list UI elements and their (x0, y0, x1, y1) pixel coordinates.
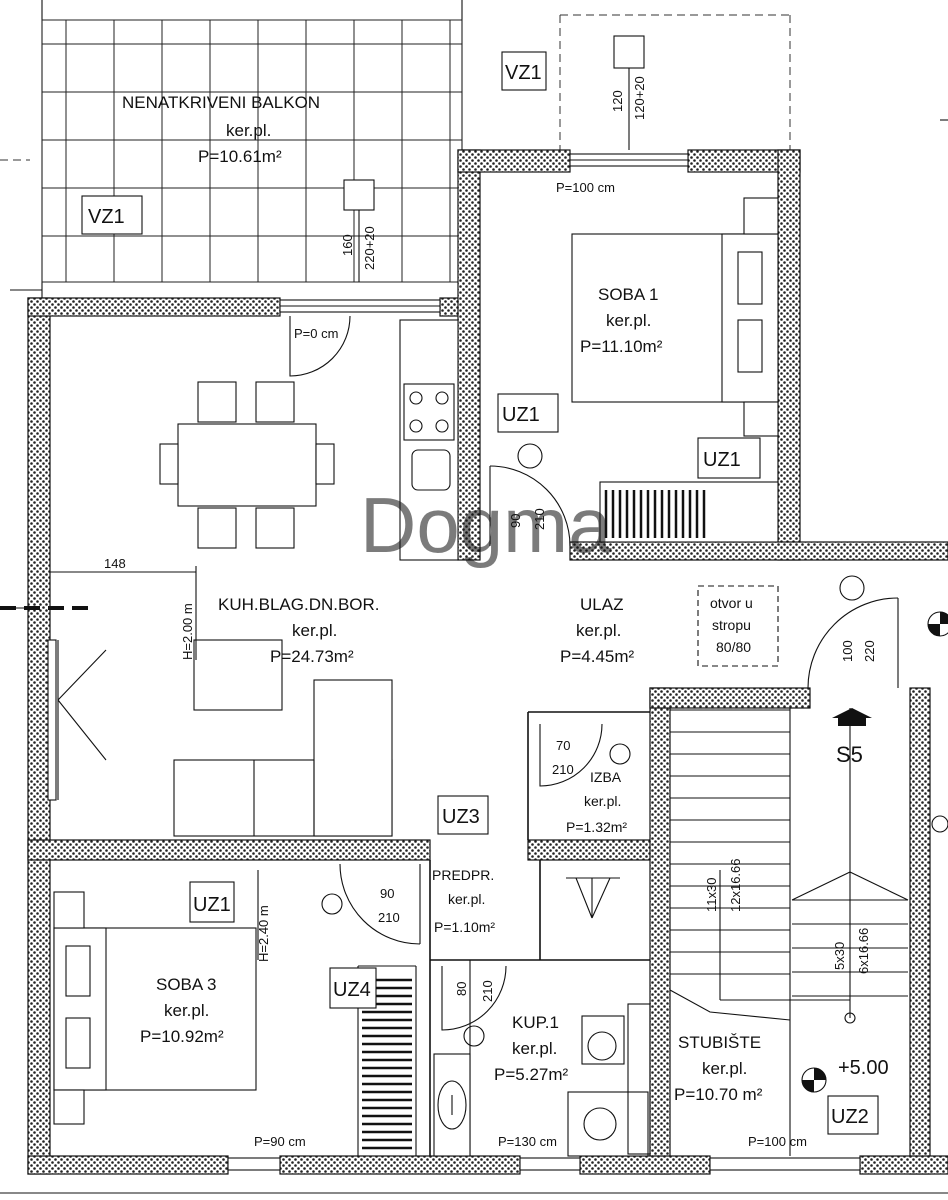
dim-210-izba: 210 (552, 762, 574, 777)
balcony-name: NENATKRIVENI BALKON (122, 93, 320, 112)
kitchen-area: P=24.73m² (270, 647, 354, 666)
dim-148: 148 (104, 556, 126, 571)
stubiste-name: STUBIŠTE (678, 1033, 761, 1052)
dim-p100-top: P=100 cm (556, 180, 615, 195)
dim-stairs-a2: 12x16.66 (728, 859, 743, 913)
dim-220-entrance: 220 (862, 640, 877, 662)
bathroom-fixtures (433, 877, 651, 1157)
dim-stairs-b1: 5x30 (832, 942, 847, 970)
dim-120-20: 120+20 (632, 76, 647, 120)
izba-name: IZBA (590, 769, 622, 785)
dim-90-soba1: 90 (508, 514, 523, 528)
doors (289, 315, 899, 1047)
soba3-wardrobe (362, 978, 412, 1150)
tags: VZ1 VZ1 UZ1 UZ1 UZ1 UZ3 UZ4 UZ2 S5 otvor… (81, 51, 879, 1135)
kitchen-counter (399, 319, 459, 561)
level-marks (801, 611, 948, 1093)
tv-unit (57, 640, 107, 800)
soba3-bed (53, 891, 257, 1125)
dim-80-kup: 80 (454, 982, 469, 996)
izba-area: P=1.32m² (566, 819, 627, 835)
dim-70-izba: 70 (556, 738, 570, 753)
dim-160: 160 (340, 234, 355, 256)
tag-uz4: UZ4 (333, 979, 371, 1001)
predpr-area: P=1.10m² (434, 919, 495, 935)
kitchen-floor: ker.pl. (292, 621, 337, 640)
tag-uz3: UZ3 (442, 806, 480, 828)
soba1-area: P=11.10m² (580, 337, 663, 356)
ulaz-name: ULAZ (580, 595, 623, 614)
dim-100-entrance: 100 (840, 640, 855, 662)
kitchen-name: KUH.BLAG.DN.BOR. (218, 595, 380, 614)
soba1-name: SOBA 1 (598, 285, 658, 304)
soba3-floor: ker.pl. (164, 1001, 209, 1020)
predpr-name: PREDPR. (432, 867, 494, 883)
stairs (669, 708, 909, 1156)
tag-vz1-top: VZ1 (505, 62, 542, 84)
tag-s5: S5 (836, 742, 863, 767)
dimension-lines (0, 566, 259, 960)
balcony-floor: ker.pl. (226, 121, 271, 140)
level-mark-label: +5.00 (838, 1057, 889, 1079)
soba3-area: P=10.92m² (140, 1027, 224, 1046)
dimension-labels: P=100 cm P=0 cm P=90 cm P=130 cm P=100 c… (104, 76, 889, 1149)
stubiste-area: P=10.70 m² (674, 1085, 763, 1104)
ceiling-opening-line2: stropu (712, 617, 751, 633)
predpr-floor: ker.pl. (448, 891, 485, 907)
dim-h240: H=2.40 m (256, 905, 271, 962)
tag-vz1-balcony: VZ1 (88, 206, 125, 228)
tag-uz2: UZ2 (831, 1106, 869, 1128)
dim-210-kup: 210 (480, 980, 495, 1002)
sofa (173, 639, 393, 837)
watermark: Dogma (360, 481, 612, 569)
room-labels: NENATKRIVENI BALKON ker.pl. P=10.61m² SO… (122, 93, 763, 1104)
dim-p90: P=90 cm (254, 1134, 306, 1149)
balcony-tiles (41, 19, 463, 283)
walls (27, 149, 948, 1175)
dim-210-soba1: 210 (532, 508, 547, 530)
dining-table (159, 381, 335, 549)
izba-floor: ker.pl. (584, 793, 621, 809)
dim-p100-bottom: P=100 cm (748, 1134, 807, 1149)
soba1-floor: ker.pl. (606, 311, 651, 330)
ceiling-opening-line3: 80/80 (716, 639, 751, 655)
dim-stairs-b2: 6x16.66 (856, 928, 871, 974)
dim-h200: H=2.00 m (180, 603, 195, 660)
dim-p130: P=130 cm (498, 1134, 557, 1149)
drain-boxes (343, 35, 645, 282)
ulaz-area: P=4.45m² (560, 647, 635, 666)
dim-120: 120 (610, 90, 625, 112)
dim-90-predpr: 90 (380, 886, 394, 901)
kup1-area: P=5.27m² (494, 1065, 569, 1084)
tag-uz1-soba1: UZ1 (703, 449, 741, 471)
windows (227, 153, 861, 1171)
stubiste-floor: ker.pl. (702, 1059, 747, 1078)
dim-220-20: 220+20 (362, 226, 377, 270)
dim-p0: P=0 cm (294, 326, 338, 341)
kup1-floor: ker.pl. (512, 1039, 557, 1058)
ceiling-opening-line1: otvor u (710, 595, 753, 611)
balcony-area: P=10.61m² (198, 147, 282, 166)
wardrobe-lines (604, 490, 706, 538)
soba3-name: SOBA 3 (156, 975, 216, 994)
kup1-name: KUP.1 (512, 1013, 559, 1032)
dim-stairs-a1: 11x30 (704, 878, 719, 912)
tag-uz1-kitchen: UZ1 (502, 404, 540, 426)
ulaz-floor: ker.pl. (576, 621, 621, 640)
tag-uz1-soba3: UZ1 (193, 894, 231, 916)
dim-210-predpr: 210 (378, 910, 400, 925)
